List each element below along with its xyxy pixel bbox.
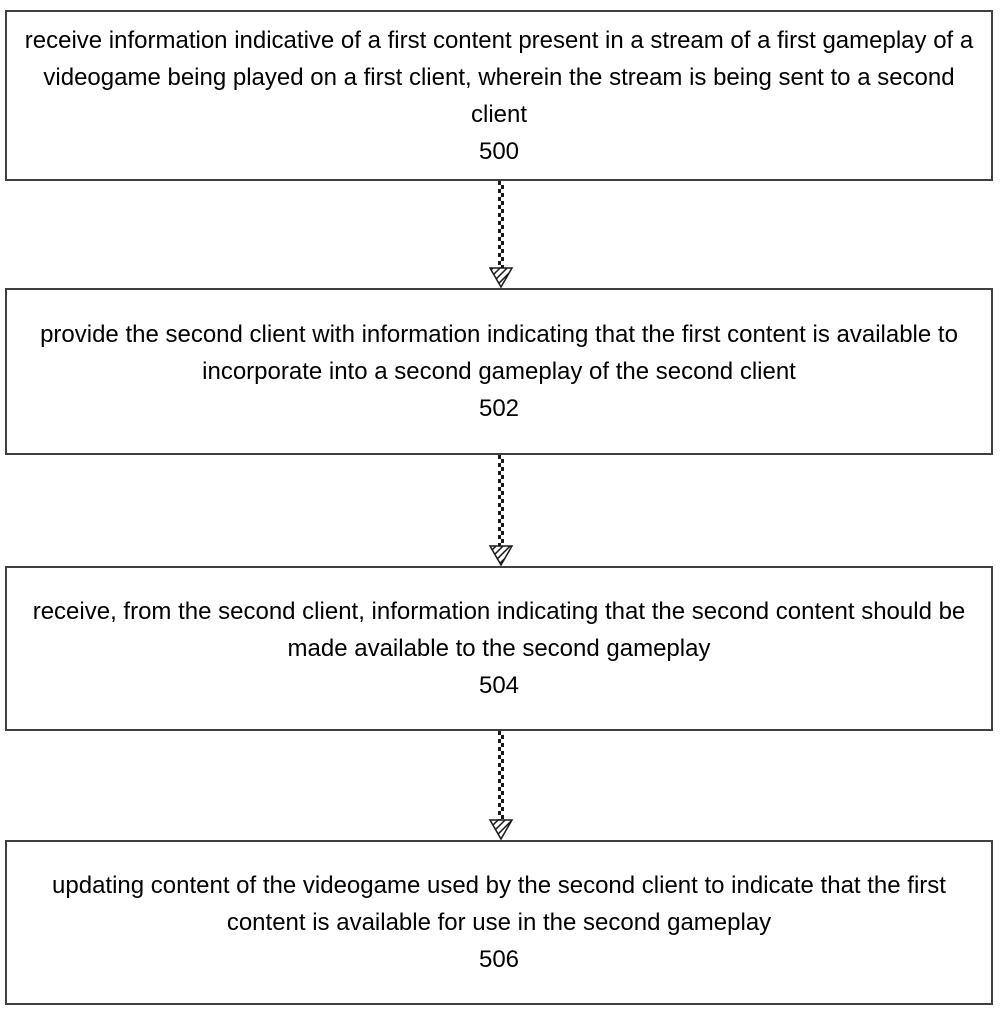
arrow-down-icon: [487, 731, 515, 840]
step-number: 500: [478, 137, 520, 165]
flow-step-box-504: receive, from the second client, informa…: [5, 566, 993, 731]
arrow-down-icon: [487, 455, 515, 566]
flow-step-box-506: updating content of the videogame used b…: [5, 840, 993, 1005]
step-number: 504: [478, 672, 520, 699]
flow-step-box-502: provide the second client with informati…: [5, 288, 993, 455]
arrow-down-icon: [487, 181, 515, 288]
step-number: 506: [478, 946, 520, 973]
step-text: updating content of the videogame used b…: [52, 872, 946, 936]
flow-step-box-500: receive information indicative of a firs…: [5, 10, 993, 181]
step-text: receive, from the second client, informa…: [32, 598, 966, 662]
step-number: 502: [478, 395, 520, 422]
step-text: provide the second client with informati…: [40, 321, 958, 385]
step-text: receive information indicative of a firs…: [24, 26, 974, 128]
